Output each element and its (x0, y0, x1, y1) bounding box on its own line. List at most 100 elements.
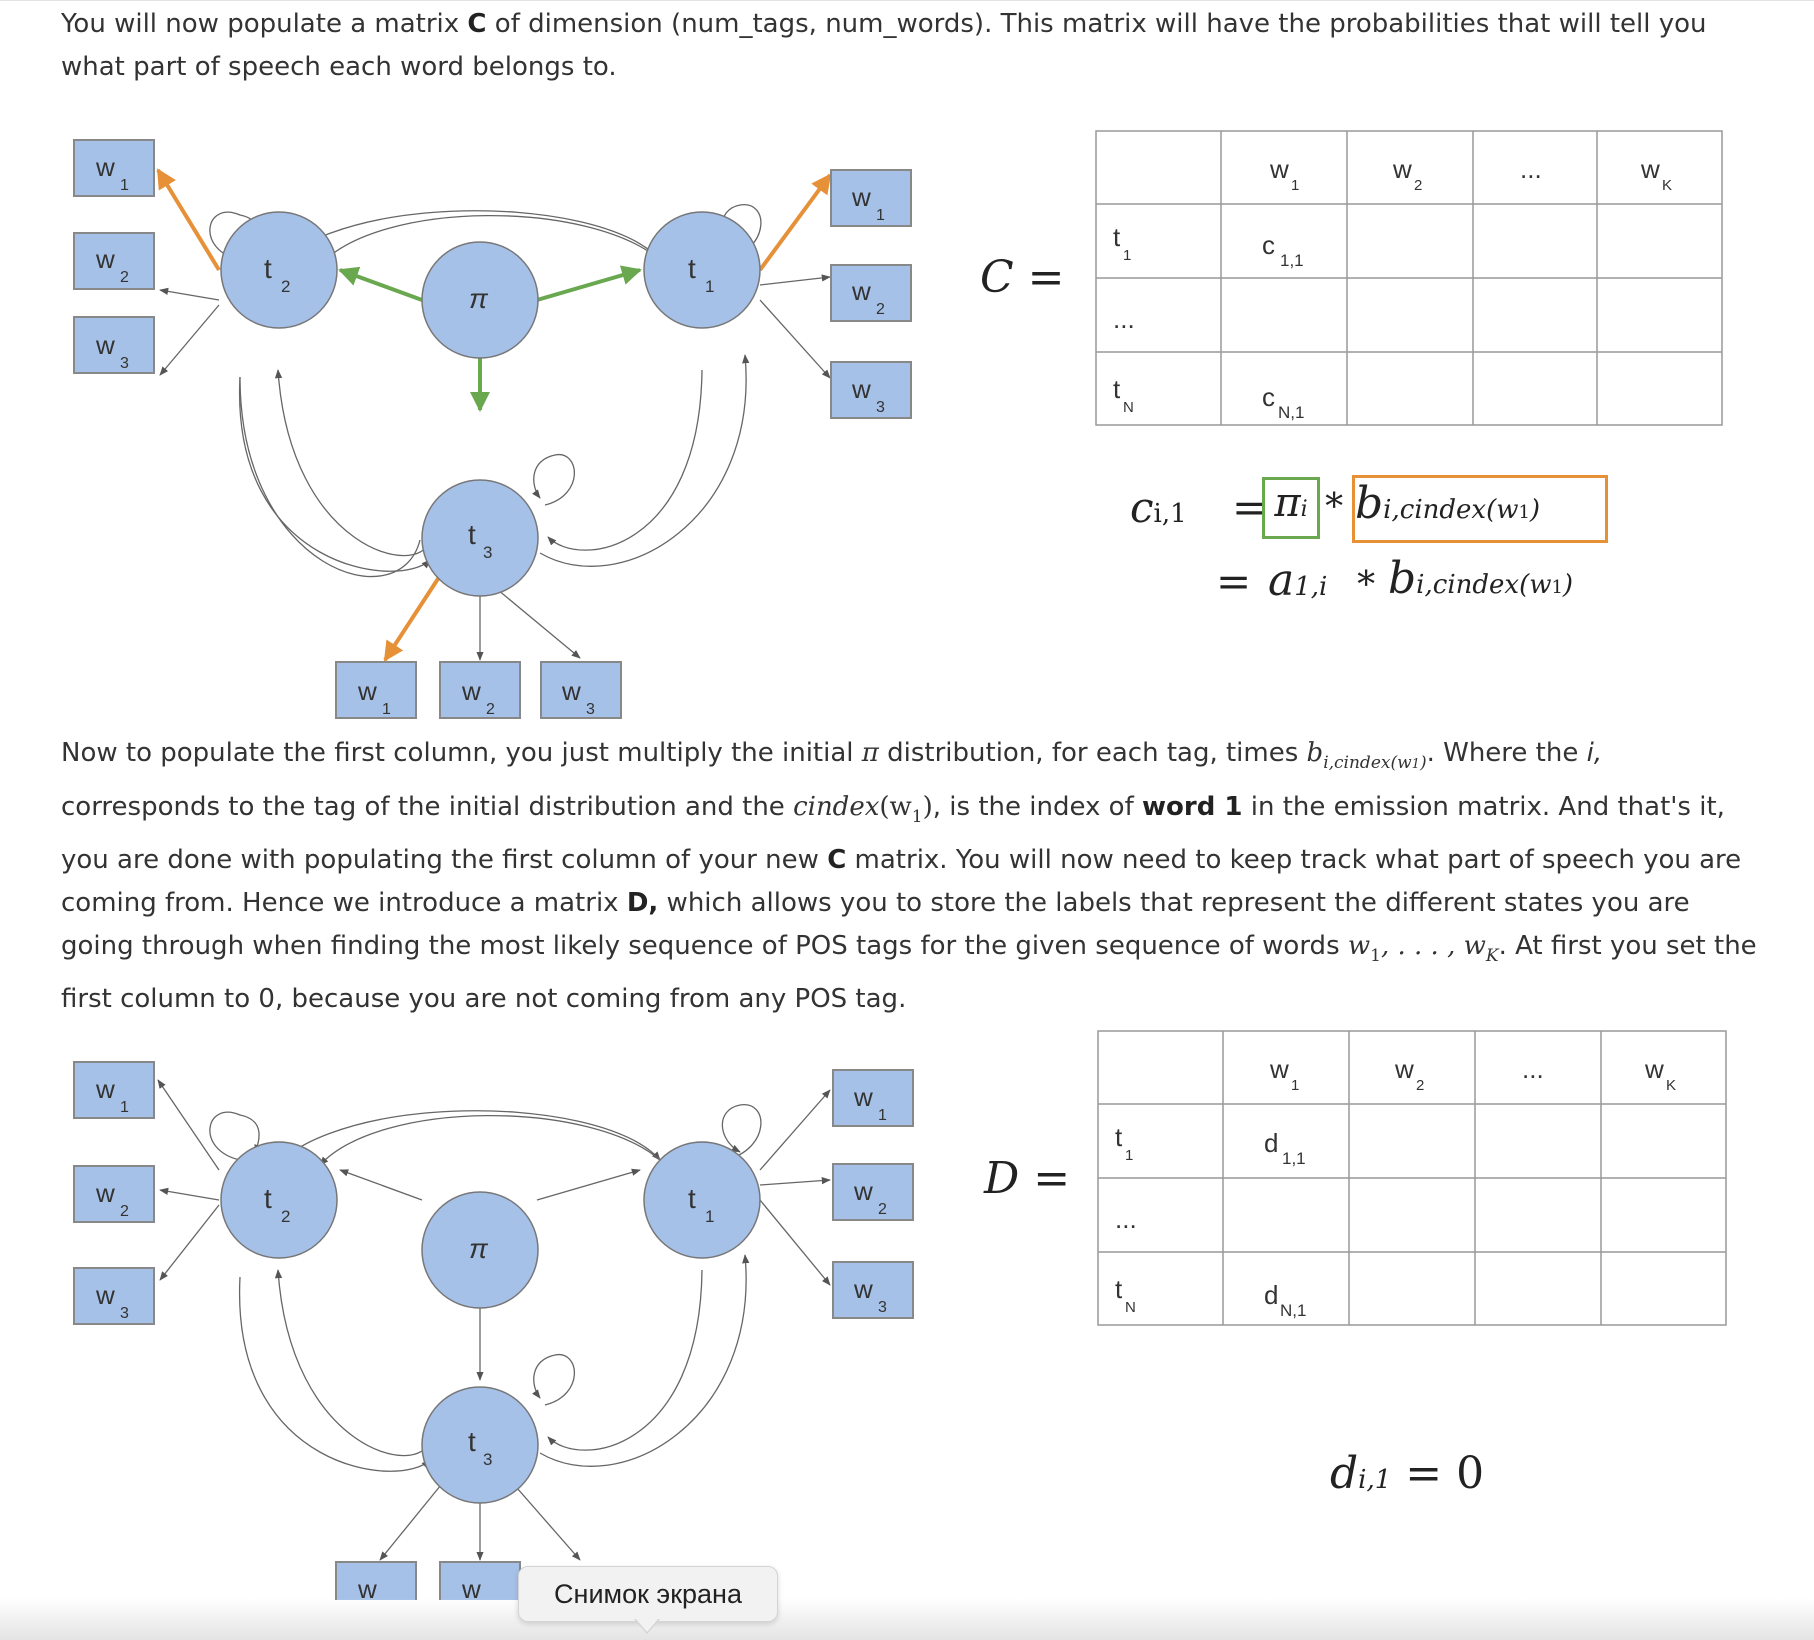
svg-text:2: 2 (486, 701, 495, 718)
top-divider (0, 0, 1814, 6)
svg-text:2: 2 (876, 301, 885, 318)
matrix-c-table: w1 w2 ... wK t1 ... tN c1,1 cN,1 (1095, 130, 1723, 426)
svg-text:w: w (357, 1574, 377, 1600)
svg-text:w: w (853, 1176, 873, 1206)
svg-text:2: 2 (1414, 177, 1422, 194)
svg-text:1: 1 (120, 1099, 129, 1116)
svg-text:1: 1 (382, 701, 391, 718)
d-row-header-n: t (1115, 1274, 1123, 1304)
svg-text:1: 1 (876, 207, 885, 224)
tag-node-t2 (220, 211, 338, 329)
svg-text:K: K (1662, 177, 1672, 194)
c-row-header-dots: ... (1113, 304, 1135, 334)
svg-text:N: N (1125, 1299, 1136, 1316)
svg-text:1,1: 1,1 (1282, 1149, 1306, 1168)
formula-d: di,1 = 0 (1330, 1448, 1485, 1499)
c-row-header-1: t (1113, 222, 1121, 252)
screenshot-tooltip: Снимок экрана (518, 1566, 778, 1622)
pi-label: π (469, 283, 489, 314)
svg-text:2: 2 (120, 1203, 129, 1220)
c-cell-n-1: c (1262, 382, 1275, 412)
svg-text:1: 1 (120, 177, 129, 194)
c-col-header-k: w (1640, 154, 1660, 184)
word-box-right-w2: w (851, 276, 871, 306)
matrix-c-label: C = (980, 252, 1065, 303)
b-orange-box: bi,cindex(w1) (1352, 475, 1608, 543)
svg-text:3: 3 (120, 1305, 129, 1322)
c-row-header-n: t (1113, 374, 1121, 404)
c-col-header-dots: ... (1520, 154, 1542, 184)
svg-text:3: 3 (586, 701, 595, 718)
intro-paragraph: You will now populate a matrix C of dime… (61, 9, 1707, 82)
word-box-w3: w (95, 330, 115, 360)
svg-text:w: w (853, 1082, 873, 1112)
svg-text:1: 1 (1291, 1077, 1299, 1094)
word-box-bottom-w2: w (461, 676, 481, 706)
tag-node-t3 (421, 479, 539, 597)
svg-text:3: 3 (483, 543, 492, 562)
svg-text:2: 2 (281, 277, 290, 296)
svg-text:1: 1 (1291, 177, 1299, 194)
d-row-header-1: t (1115, 1122, 1123, 1152)
svg-text:1,1: 1,1 (1280, 251, 1304, 270)
word-box-w1: w (95, 152, 115, 182)
svg-text:t: t (264, 1183, 272, 1214)
svg-text:t: t (468, 1426, 476, 1457)
c-col-header-1: w (1269, 154, 1289, 184)
svg-text:3: 3 (878, 1299, 887, 1316)
svg-text:w: w (95, 1178, 115, 1208)
svg-text:1: 1 (1123, 247, 1131, 264)
svg-text:1: 1 (1125, 1147, 1133, 1164)
d-col-header-1: w (1269, 1054, 1289, 1084)
c-col-header-2: w (1392, 154, 1412, 184)
hmm-diagram-bottom: t2 t1 π t3 w1 w2 w3 w1 w2 w3 w1 w2 (73, 1061, 914, 1600)
c-cell-1-1: c (1262, 230, 1275, 260)
svg-text:2: 2 (120, 269, 129, 286)
svg-text:1: 1 (705, 1207, 714, 1226)
d-col-header-2: w (1394, 1054, 1414, 1084)
svg-text:3: 3 (876, 399, 885, 416)
word-box-right-w1: w (851, 182, 871, 212)
svg-text:w: w (95, 1074, 115, 1104)
d-col-header-dots: ... (1522, 1054, 1544, 1084)
word-box-right-w3: w (851, 374, 871, 404)
svg-text:2: 2 (1416, 1077, 1424, 1094)
tag-label-t3: t (468, 519, 476, 550)
svg-text:t: t (688, 1183, 696, 1214)
svg-text:w: w (853, 1274, 873, 1304)
word-box-w2: w (95, 244, 115, 274)
word-box-bottom-w3: w (561, 676, 581, 706)
matrix-d-table: w1 w2 ... wK t1 ... tN d1,1 dN,1 (1097, 1030, 1727, 1326)
svg-text:1: 1 (705, 277, 714, 296)
svg-text:2: 2 (281, 1207, 290, 1226)
pi-green-box: πi (1262, 477, 1320, 539)
d-row-header-dots: ... (1115, 1204, 1137, 1234)
tag-node-t3-b (421, 1386, 539, 1504)
svg-text:w: w (461, 1574, 481, 1600)
svg-text:N,1: N,1 (1278, 403, 1304, 422)
tag-node-t1 (643, 211, 761, 329)
svg-text:1: 1 (878, 1107, 887, 1124)
svg-text:K: K (1666, 1077, 1676, 1094)
bottom-fade (0, 1598, 1814, 1640)
tag-node-t2-b (220, 1141, 338, 1259)
svg-text:N: N (1123, 399, 1134, 416)
explanation-paragraph: Now to populate the first column, you ju… (61, 738, 1757, 1014)
pi-node-b (421, 1191, 539, 1309)
pi-node (421, 241, 539, 359)
matrix-d-label: D = (984, 1153, 1071, 1204)
tooltip-arrow-inner (635, 1618, 659, 1632)
d-cell-n-1: d (1264, 1280, 1278, 1310)
tag-node-t1-b (643, 1141, 761, 1259)
d-col-header-k: w (1644, 1054, 1664, 1084)
word-box-bottom-w1: w (357, 676, 377, 706)
tag-label-t1: t (688, 253, 696, 284)
svg-text:N,1: N,1 (1280, 1301, 1306, 1320)
formula-c: ci,1 = πi ∗ bi,cindex(w1) = a1,i ∗ bi,ci… (1130, 475, 1650, 625)
svg-text:w: w (95, 1280, 115, 1310)
svg-text:3: 3 (120, 355, 129, 372)
svg-text:3: 3 (483, 1450, 492, 1469)
hmm-diagram-top: t 2 t 1 π t 3 w1 w2 w3 w1 w2 w3 w1 w2 w3 (73, 139, 912, 719)
tag-label-t2: t (264, 253, 272, 284)
d-cell-1-1: d (1264, 1128, 1278, 1158)
